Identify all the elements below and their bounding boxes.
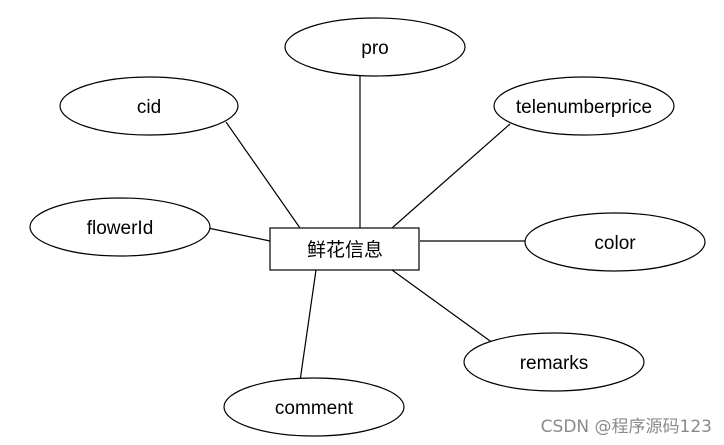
attribute-remarks: remarks [463,332,645,392]
attribute-comment: comment [223,377,405,437]
attribute-label-comment: comment [275,398,354,419]
edge-telenumberprice [391,123,511,229]
entity-label: 鲜花信息 [307,239,383,261]
attribute-label-cid: cid [137,97,161,118]
attribute-flowerid: flowerId [29,197,211,257]
edge-comment [299,269,317,382]
edge-remarks [391,269,498,347]
attribute-pro: pro [284,17,466,77]
edge-flowerid [207,227,271,242]
watermark: CSDN @程序源码123 [540,417,712,437]
attribute-cid: cid [59,76,239,136]
entity-flower-info: 鲜花信息 [269,227,420,271]
attribute-label-remarks: remarks [520,353,589,374]
attribute-label-flowerid: flowerId [87,218,154,239]
attribute-label-color: color [594,233,636,254]
attribute-label-telenumberprice: telenumberprice [516,97,652,118]
attribute-telenumberprice: telenumberprice [493,76,675,136]
attribute-color: color [524,212,706,272]
attribute-label-pro: pro [361,38,388,59]
edge-cid [225,121,301,229]
